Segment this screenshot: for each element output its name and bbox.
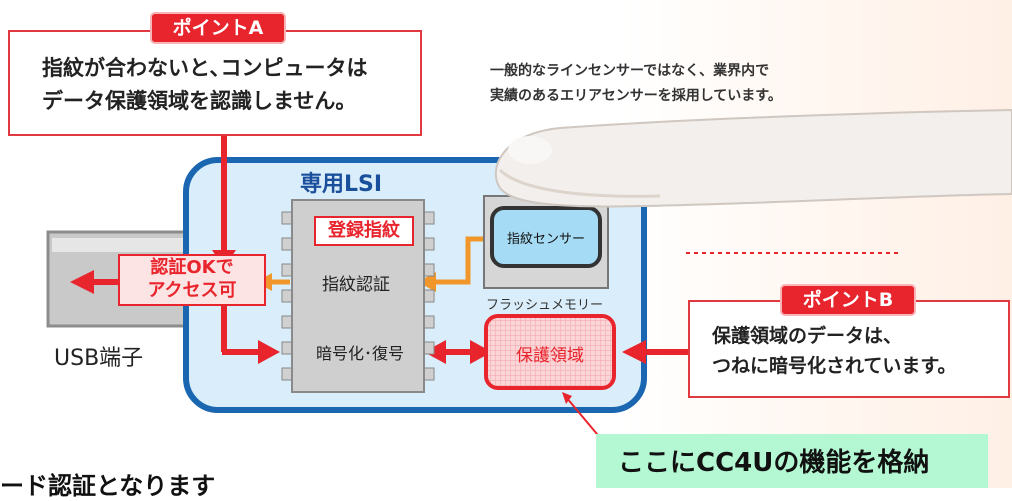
point-b-tag: ポイントB <box>782 286 914 314</box>
background-glow <box>620 0 1012 488</box>
fingerprint-auth-label: 指紋認証 <box>322 275 390 295</box>
point-a-line2: データ保護領域を認識しません。 <box>42 89 357 113</box>
encrypt-decrypt-label: 暗号化･復号 <box>316 344 405 363</box>
point-a-box <box>8 30 422 136</box>
protected-area-label: 保護領域 <box>516 346 584 366</box>
point-b-box <box>688 300 1010 398</box>
usb-label: USB端子 <box>54 346 144 371</box>
sensor-note-line2: 実績のあるエリアセンサーを採用しています。 <box>490 88 782 104</box>
auth-ok-box <box>118 254 266 306</box>
protected-area-box <box>484 314 616 390</box>
point-b-line2: つねに暗号化されています。 <box>712 355 957 377</box>
sensor-note-line1: 一般的なラインセンサーではなく、業界内で <box>490 63 770 79</box>
fingerprint-sensor <box>490 206 602 268</box>
callout-box <box>596 434 988 488</box>
point-a-line1: 指紋が合わないと､コンピュータは <box>42 56 368 80</box>
point-b-line1: 保護領域のデータは、 <box>712 325 903 347</box>
finger <box>494 108 1012 208</box>
lsi-title: 専用LSI <box>300 172 383 197</box>
flash-memory-label: フラッシュメモリー <box>486 298 604 313</box>
point-a-tag: ポイントA <box>152 14 284 42</box>
auth-ok-line1: 認証OKで <box>150 257 234 278</box>
sensor-label: 指紋センサー <box>506 232 585 247</box>
bottom-text: ード認証となります <box>0 472 216 500</box>
registered-fingerprint-label: 登録指紋 <box>314 216 414 246</box>
callout-text: ここにCC4Uの機能を格納 <box>618 448 930 478</box>
connector-arrows <box>46 108 1012 441</box>
auth-ok-line2: アクセス可 <box>147 280 237 301</box>
